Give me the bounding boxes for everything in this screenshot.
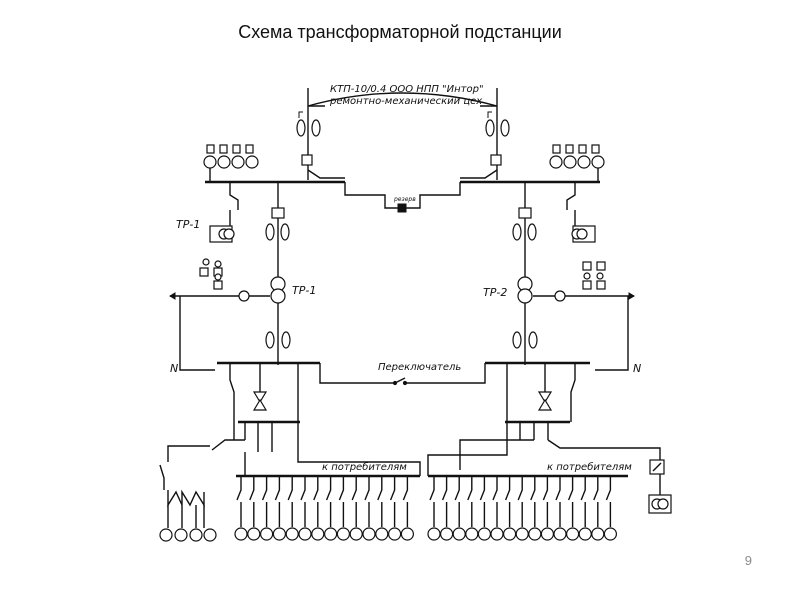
- consumer-feeders-left: [234, 476, 414, 541]
- switch-label: Переключатель: [378, 362, 461, 373]
- outgoing-feeder: [247, 476, 261, 541]
- outgoing-feeder: [234, 476, 248, 541]
- outgoing-feeder: [324, 476, 338, 541]
- measurement-right: [566, 182, 606, 290]
- outgoing-feeder: [388, 476, 402, 541]
- outgoing-feeder: [298, 476, 312, 541]
- neutral-label-right: N: [633, 362, 641, 375]
- neutral-label-left: N: [170, 362, 178, 375]
- outgoing-feeder: [311, 476, 325, 541]
- transformer-label-left: ТР-1: [292, 284, 316, 297]
- outgoing-feeder: [336, 476, 350, 541]
- consumers-label-left: к потребителям: [322, 461, 407, 473]
- outgoing-feeder: [260, 476, 274, 541]
- outgoing-feeder: [515, 476, 529, 541]
- neutral-right-line: [595, 296, 629, 371]
- page-number: 9: [744, 553, 752, 568]
- outgoing-feeder: [272, 476, 286, 541]
- outgoing-feeder: [490, 476, 504, 541]
- slide-title: Схема трансформаторной подстанции: [238, 22, 562, 42]
- outgoing-feeder: [477, 476, 491, 541]
- neutral-left-line: [179, 296, 215, 371]
- outgoing-feeder: [285, 476, 299, 541]
- outgoing-feeder: [553, 476, 567, 541]
- measurement-left: [199, 182, 239, 290]
- outgoing-feeder: [540, 476, 555, 541]
- outgoing-feeder: [440, 476, 454, 541]
- hv-incoming-feeders: [296, 88, 510, 180]
- transformer-feeder-left: [265, 182, 291, 365]
- lv-distribution-right: [459, 363, 672, 514]
- outgoing-feeder: [375, 476, 389, 541]
- meter-panel-left-top: [203, 144, 259, 182]
- outgoing-feeder: [578, 476, 592, 541]
- outgoing-feeder: [565, 476, 580, 541]
- outgoing-feeder: [400, 476, 414, 541]
- outgoing-feeder: [349, 476, 363, 541]
- outgoing-feeder: [603, 476, 618, 541]
- outgoing-feeder: [452, 476, 466, 541]
- outgoing-feeder: [591, 476, 605, 541]
- outgoing-feeder: [362, 476, 376, 541]
- meter-label-left: ТР-1: [176, 218, 200, 231]
- consumers-label-right: к потребителям: [547, 461, 632, 473]
- consumer-feeders-right: [427, 476, 618, 541]
- outgoing-feeder: [528, 476, 542, 541]
- outgoing-feeder: [465, 476, 479, 541]
- transformer-feeder-right: [512, 182, 538, 365]
- transfer-switch: Переключатель: [319, 362, 486, 386]
- meter-panel-right-top: [549, 144, 605, 182]
- bus-coupler-label: резерв: [393, 196, 416, 203]
- outgoing-feeder: [503, 476, 517, 541]
- outgoing-feeder: [427, 476, 441, 541]
- transformer-label-right: ТР-2: [483, 286, 507, 299]
- bus-coupler: резерв: [344, 182, 461, 213]
- header-line-1: КТП-10/0.4 ООО НПП "Интор": [330, 84, 484, 95]
- lv-distribution-left: [159, 363, 300, 542]
- header-line-2: ремонтно-механический цех: [329, 96, 482, 107]
